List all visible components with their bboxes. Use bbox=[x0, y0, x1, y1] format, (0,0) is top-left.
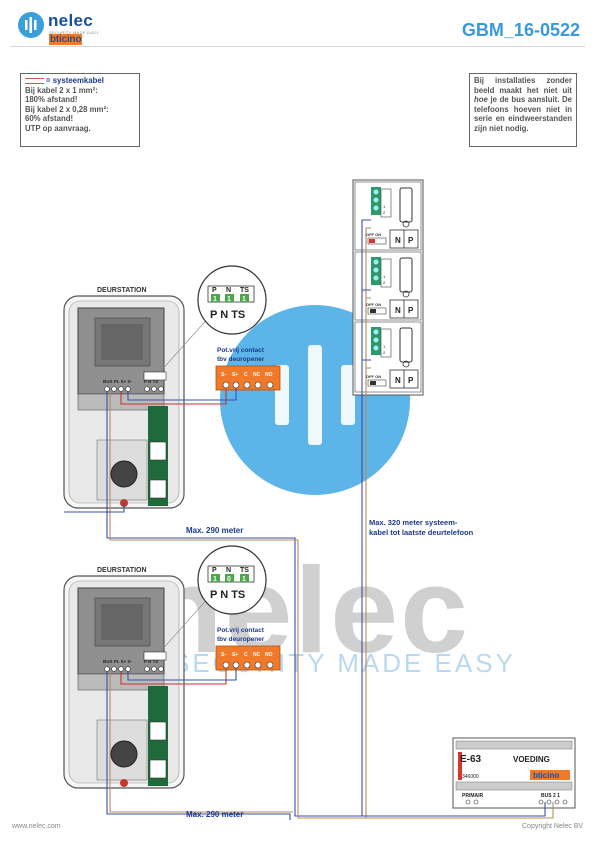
document-code: GBM_16-0522 bbox=[461, 20, 580, 40]
phone-3-terminal-1: 1 bbox=[383, 344, 386, 349]
dip-value-ts: 1 bbox=[242, 576, 246, 583]
relay-2-terminal: C bbox=[244, 652, 248, 658]
cable-legend-note: = systeemkabel Bij kabel 2 x 1 mm²: 180%… bbox=[20, 73, 140, 147]
door-station-1-terminals: BUS PL S+ S- bbox=[103, 379, 133, 384]
door-station-2-terminals: BUS PL S+ S- bbox=[103, 659, 133, 664]
phone-2-terminal-2: 2 bbox=[383, 280, 386, 285]
door-station-2-title: DEURSTATION bbox=[97, 567, 147, 574]
header-divider bbox=[10, 46, 585, 47]
phone-1-terminal-2: 2 bbox=[383, 210, 386, 215]
system-cable-symbol bbox=[25, 77, 44, 84]
cable-length-label-3b: kabel tot laatste deurtelefoon bbox=[369, 528, 474, 537]
phone-3-terminal-2: 2 bbox=[383, 350, 386, 355]
psu-brand: bticino bbox=[533, 771, 559, 780]
relay-module-2 bbox=[215, 645, 281, 671]
dip-label-p: P bbox=[212, 567, 217, 574]
psu-code: 346000 bbox=[462, 774, 479, 780]
relay-1-caption-1: Pot.vrij contact bbox=[217, 347, 265, 354]
phone-2-terminal-1: 1 bbox=[383, 274, 386, 279]
relay-2-terminal: NC bbox=[253, 652, 261, 658]
cable-length-label-3a: Max. 320 meter systeem- bbox=[369, 518, 458, 527]
phone-3-switch-label: OFF ON bbox=[366, 374, 381, 379]
dip-value-ts: 1 bbox=[242, 296, 246, 303]
door-station-1-switch-terminals: P N TS bbox=[144, 379, 158, 384]
dip-label-p: P bbox=[212, 287, 217, 294]
note-text-b: je de bus aansluit. De telefoons hoeven … bbox=[474, 95, 572, 133]
door-station-2-switch-terminals: P N TS bbox=[144, 659, 158, 664]
note-line: 60% afstand! bbox=[25, 114, 74, 124]
cable-length-label-1: Max. 290 meter bbox=[186, 526, 243, 535]
dip-label-ts: TS bbox=[240, 287, 249, 294]
terminal-block bbox=[104, 386, 164, 392]
dip-label-n: N bbox=[226, 287, 231, 294]
psu-model: E-63 bbox=[460, 754, 482, 765]
relay-2-terminal: NO bbox=[265, 652, 273, 658]
note-line: UTP op aanvraag. bbox=[25, 123, 91, 133]
intercom-phone-1 bbox=[354, 181, 422, 251]
nelec-logo-icon bbox=[18, 12, 44, 38]
relay-1-terminal: S+ bbox=[232, 372, 238, 378]
relay-1-terminal: NC bbox=[253, 372, 261, 378]
footer-copyright: Copyright Nelec BV bbox=[522, 823, 584, 830]
relay-1-terminal: NO bbox=[265, 372, 273, 378]
relay-1-terminal: C bbox=[244, 372, 248, 378]
phone-stack bbox=[352, 179, 424, 396]
psu-bus-label: BUS 2 1 bbox=[541, 793, 560, 799]
nelec-logo: nelec SECURITY MADE EASY bticino bbox=[18, 11, 128, 45]
relay-2-caption-1: Pot.vrij contact bbox=[217, 627, 265, 634]
phone-1-terminal-1: 1 bbox=[383, 204, 386, 209]
phone-1-n: N bbox=[395, 236, 401, 245]
dip-value-p: 1 bbox=[213, 576, 217, 583]
relay-module-1 bbox=[215, 365, 281, 391]
dip-zoom-labels: P N TS bbox=[210, 589, 245, 601]
phone-2-switch-label: OFF ON bbox=[366, 302, 381, 307]
note-line: Bij kabel 2 x 1 mm²: bbox=[25, 85, 98, 95]
note-text-a: Bij installaties zonder beeld maakt het … bbox=[474, 76, 572, 95]
phone-2-n: N bbox=[395, 306, 401, 315]
door-station-2 bbox=[63, 545, 267, 789]
bus-wiring bbox=[64, 219, 554, 820]
note-line: Bij kabel 2 x 0,28 mm²: bbox=[25, 104, 109, 114]
partner-brand: bticino bbox=[49, 34, 83, 45]
relay-2-caption-2: tbv deuropener bbox=[217, 636, 265, 643]
door-station-1-title: DEURSTATION bbox=[97, 287, 147, 294]
phone-1-p: P bbox=[408, 236, 414, 245]
phone-1-switch-label: OFF ON bbox=[366, 232, 381, 237]
dip-value-p: 1 bbox=[213, 296, 217, 303]
dip-zoom-labels: P N TS bbox=[210, 309, 245, 321]
note-text-em: hoe bbox=[474, 95, 488, 105]
dip-label-n: N bbox=[226, 567, 231, 574]
phone-3-n: N bbox=[395, 376, 401, 385]
legend-row: = systeemkabel bbox=[25, 76, 135, 86]
relay-1-caption-2: tbv deuropener bbox=[217, 356, 265, 363]
installation-note: Bij installaties zonder beeld maakt het … bbox=[469, 73, 577, 147]
phone-3-p: P bbox=[408, 376, 414, 385]
note-line: 180% afstand! bbox=[25, 95, 78, 105]
brand-tagline: SECURITY MADE EASY bbox=[49, 30, 100, 35]
legend-label: = systeemkabel bbox=[46, 76, 104, 85]
phone-2-p: P bbox=[408, 306, 414, 315]
relay-2-terminal: S+ bbox=[232, 652, 238, 658]
dip-value-n: 0 bbox=[227, 576, 231, 583]
relay-2-terminal: S- bbox=[221, 652, 226, 658]
dip-label-ts: TS bbox=[240, 567, 249, 574]
brand-name: nelec bbox=[48, 11, 93, 30]
psu-label: VOEDING bbox=[513, 755, 550, 764]
dip-value-n: 1 bbox=[227, 296, 231, 303]
footer-website: www.nelec.com bbox=[12, 823, 61, 830]
psu-primary-label: PRIMAIR bbox=[462, 793, 484, 799]
cable-length-label-2: Max. 290 meter bbox=[186, 810, 243, 819]
relay-1-terminal: S- bbox=[221, 372, 226, 378]
